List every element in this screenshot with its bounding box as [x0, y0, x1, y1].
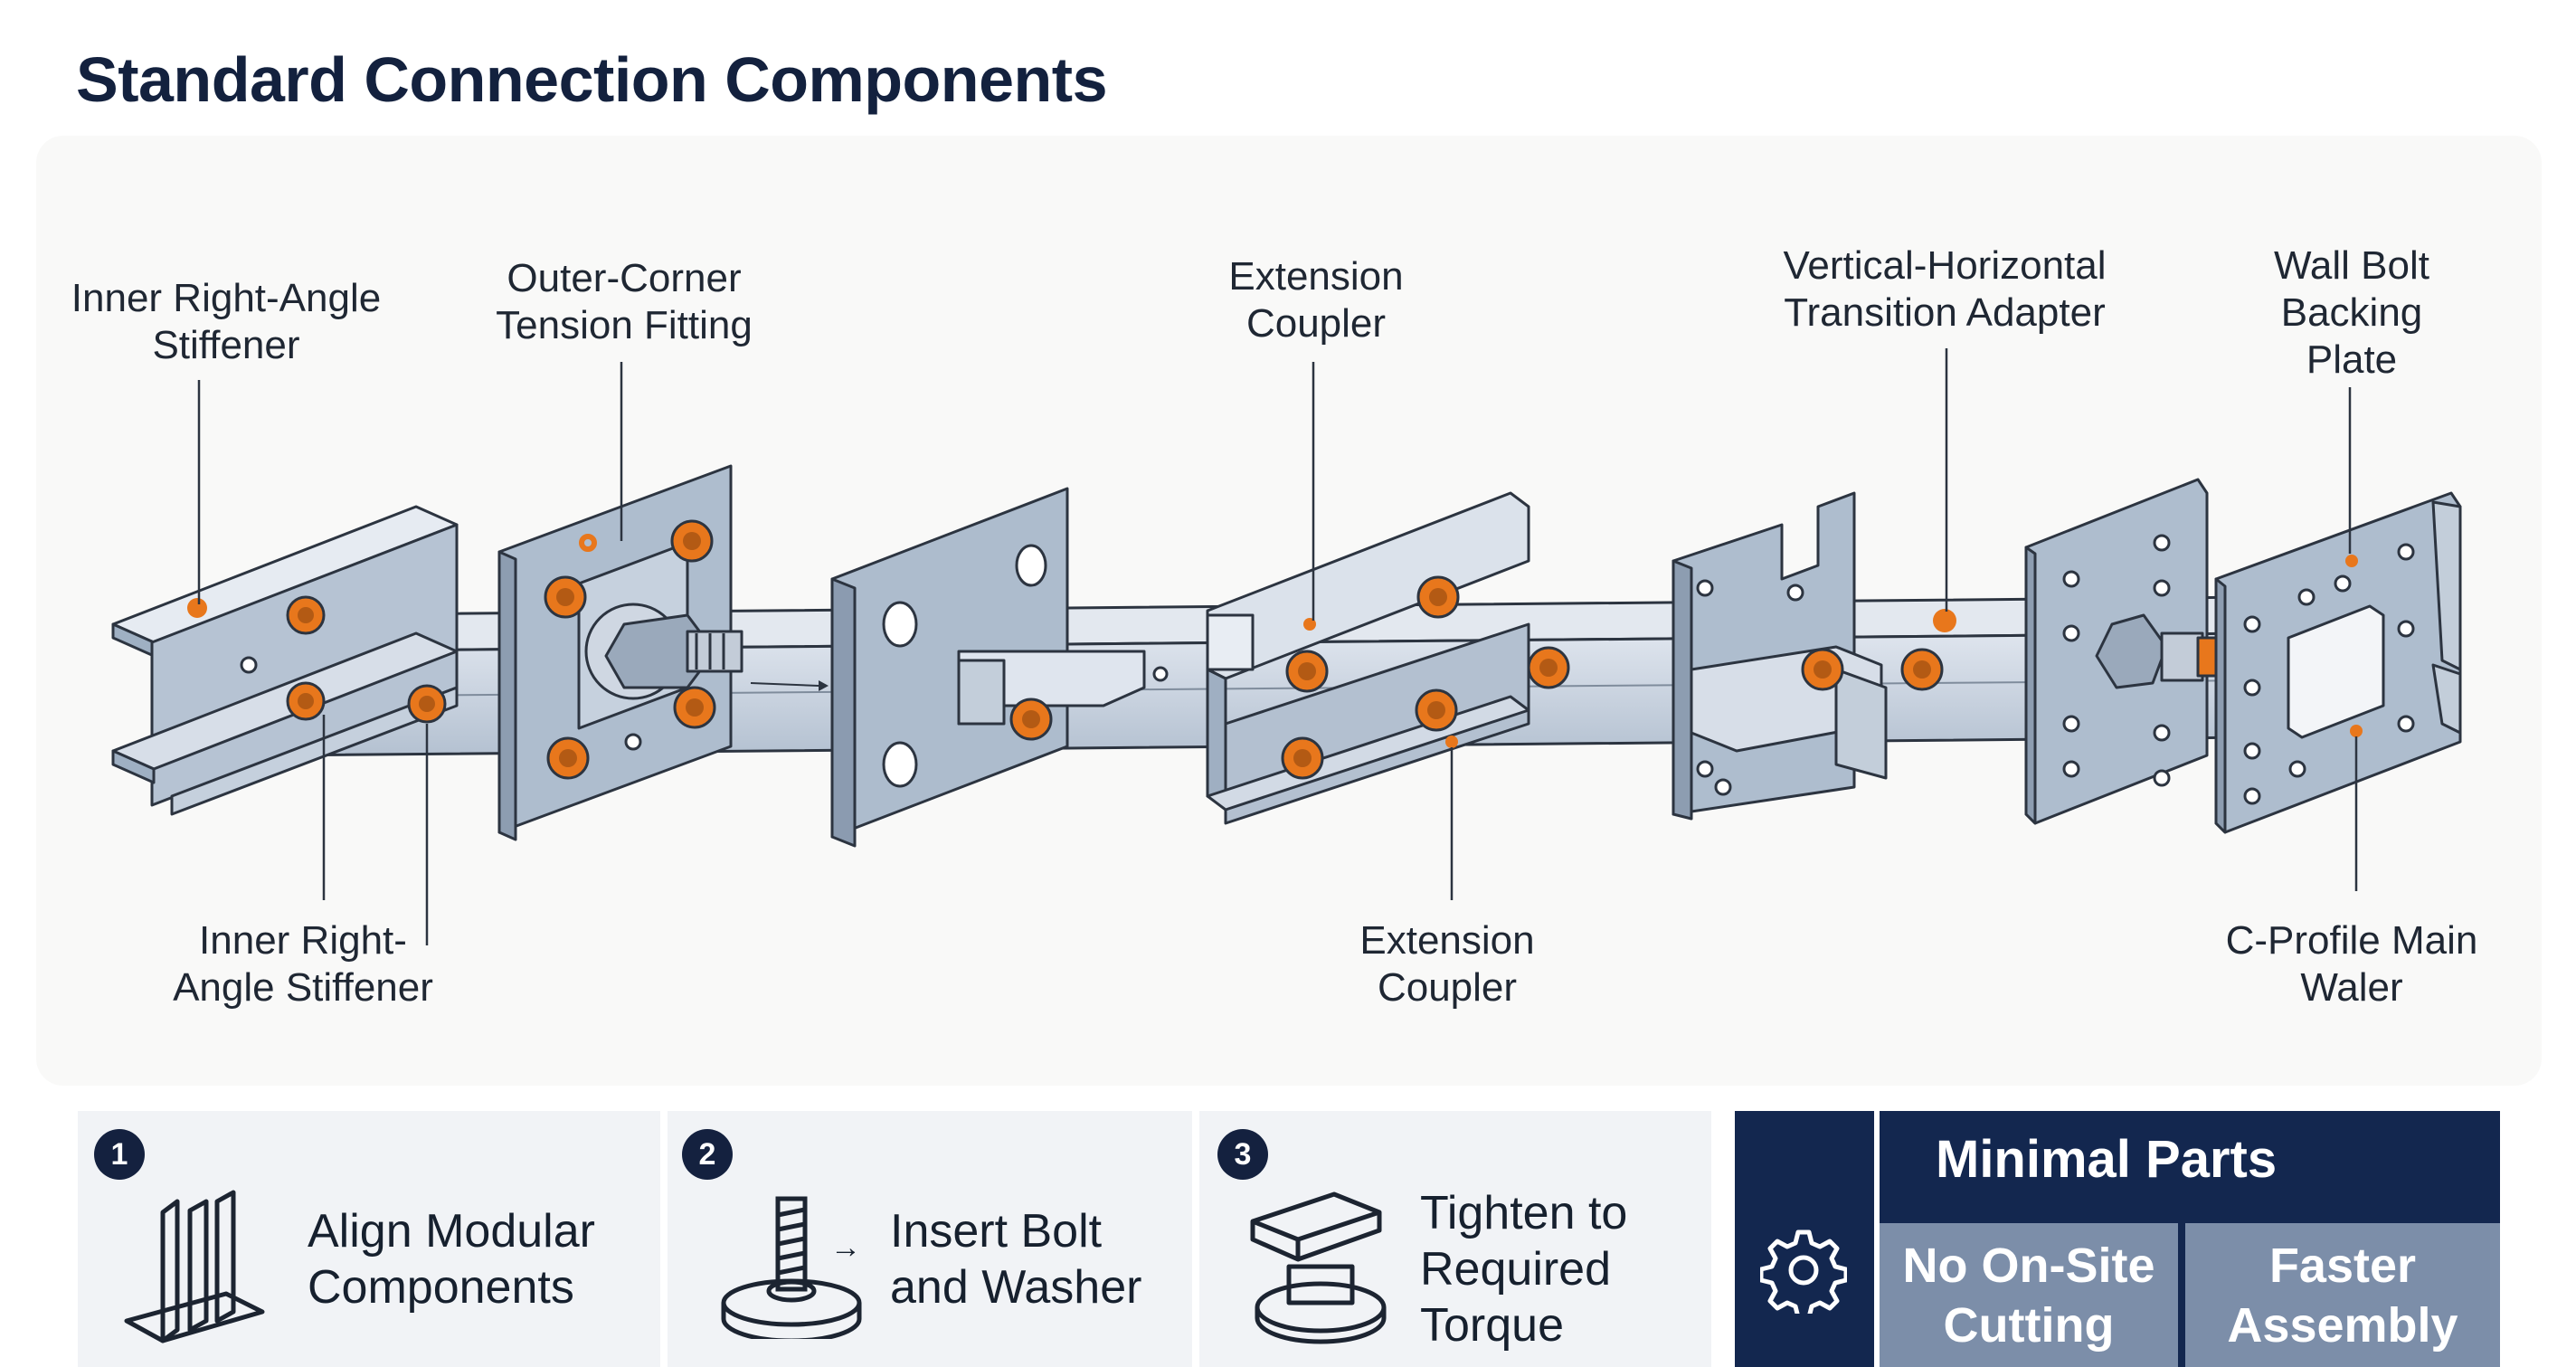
leader-lines	[197, 348, 2358, 945]
label-inner-stiffener-top: Inner Right-Angle Stiffener	[71, 276, 382, 367]
bolt-washer-icon	[721, 1196, 862, 1339]
parallel-plates-icon	[124, 1190, 265, 1343]
clamp-torque-icon	[1250, 1191, 1387, 1344]
extension-coupler	[1206, 491, 1570, 825]
label-extension-coupler-bottom: Extension Coupler	[1359, 918, 1535, 1010]
gear-icon	[1760, 1229, 1847, 1314]
step-number-2: 2	[682, 1129, 733, 1180]
step-text-1: Align Modular Components	[308, 1205, 595, 1314]
step-text-2: Insert Bolt and Washer	[890, 1205, 1142, 1314]
label-c-profile-main-waler: C-Profile Main Waler	[2225, 918, 2478, 1010]
step-text-3: Tighten to Required Torque	[1420, 1187, 1628, 1352]
label-transition-adapter: Vertical-Horizontal Transition Adapter	[1783, 243, 2107, 335]
step-panel-3	[1199, 1111, 1711, 1367]
label-wall-bolt-backing-plate: Wall Bolt Backing Plate	[2274, 243, 2429, 382]
transition-adapter	[1672, 491, 1956, 821]
step-number-3: 3	[1217, 1129, 1268, 1180]
label-inner-stiffener-bottom: Inner Right- Angle Stiffener	[173, 918, 433, 1010]
step-arrow: →	[830, 1230, 861, 1265]
step-number-1: 1	[94, 1129, 145, 1180]
connection-plate	[830, 487, 1169, 848]
step-panel-1	[78, 1111, 660, 1367]
label-outer-corner-fitting: Outer-Corner Tension Fitting	[496, 256, 753, 347]
c-profile-frame	[2214, 491, 2462, 834]
callout-cell-no-cutting: No On-Site Cutting	[1880, 1223, 2178, 1367]
callout-icon-tile	[1735, 1111, 1880, 1367]
page-title: Standard Connection Components	[76, 44, 1108, 115]
inner-right-angle-stiffener	[111, 505, 459, 816]
wall-bolt-backing-plate	[2024, 478, 2218, 825]
outer-corner-tension-fitting	[497, 464, 829, 841]
callout-cell-faster-assembly: Faster Assembly	[2185, 1223, 2500, 1367]
step-panel-2	[668, 1111, 1192, 1367]
callout-title: Minimal Parts	[1936, 1130, 2278, 1189]
label-extension-coupler-top: Extension Coupler	[1228, 254, 1404, 346]
